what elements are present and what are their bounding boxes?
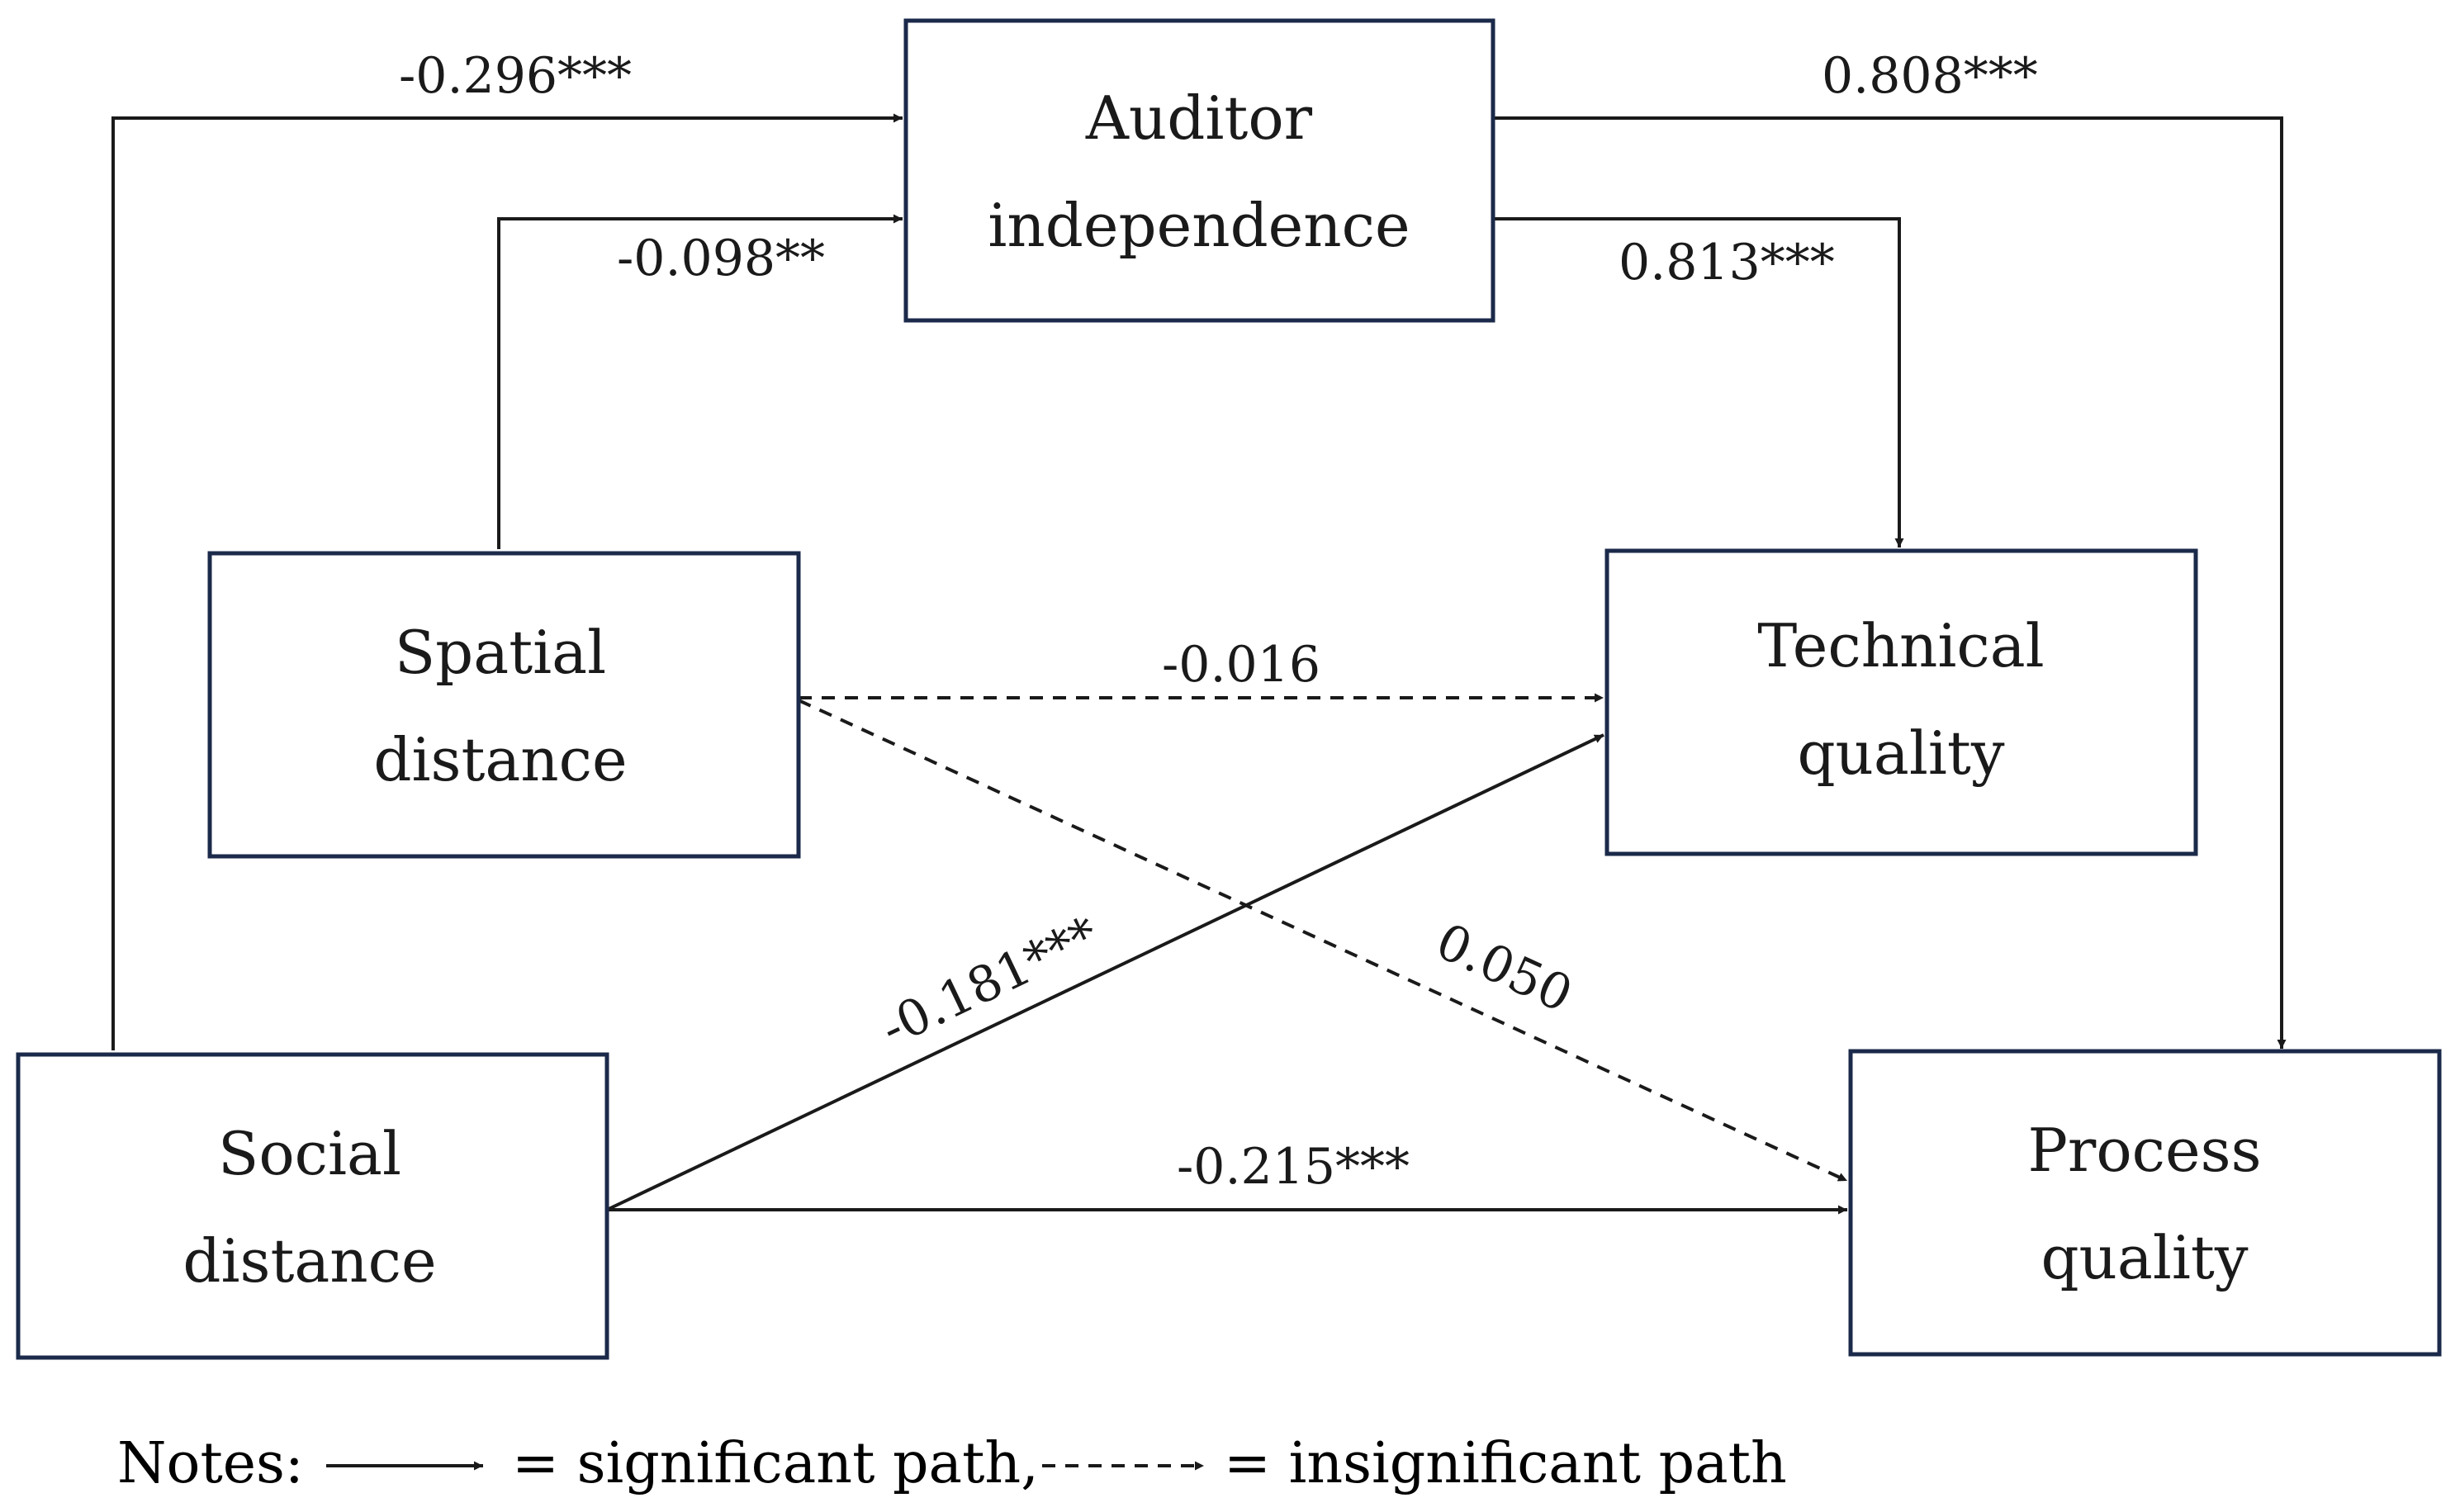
node-label-line2: distance xyxy=(182,1226,436,1296)
node-technical-quality: Technical quality xyxy=(1604,548,2198,856)
coef-auditor-to-process: 0.808*** xyxy=(1822,47,2038,105)
coef-social-to-technical: -0.181*** xyxy=(872,906,1107,1059)
coef-spatial-to-process: 0.050 xyxy=(1428,912,1581,1024)
node-box xyxy=(903,18,1495,323)
edge-auditor-to-process xyxy=(1493,116,2287,1049)
node-label-line2: quality xyxy=(2041,1223,2248,1292)
node-label-line1: Technical xyxy=(1757,611,2044,680)
edge-social-to-auditor xyxy=(111,113,903,1050)
node-label-line1: Process xyxy=(2027,1116,2261,1185)
node-spatial-distance: Spatial distance xyxy=(207,551,801,859)
node-label-line1: Auditor xyxy=(1085,83,1313,153)
coef-spatial-to-technical: -0.016 xyxy=(1162,636,1320,694)
node-label-line2: independence xyxy=(988,191,1410,260)
node-box xyxy=(1604,548,2198,856)
notes-significant-label: = significant path, xyxy=(512,1431,1039,1496)
node-social-distance: Social distance xyxy=(16,1052,609,1360)
node-label-line1: Social xyxy=(218,1119,401,1188)
edges xyxy=(111,113,2287,1215)
node-box xyxy=(16,1052,609,1360)
node-label-line2: quality xyxy=(1797,718,2004,788)
coef-social-to-auditor: -0.296*** xyxy=(399,47,632,105)
coef-social-to-process: -0.215*** xyxy=(1177,1138,1410,1196)
node-box xyxy=(1848,1049,2442,1357)
edge-spatial-to-auditor xyxy=(497,214,903,549)
notes-prefix: Notes: xyxy=(117,1431,304,1496)
notes-insignificant-label: = insignificant path xyxy=(1224,1431,1787,1496)
coef-spatial-to-auditor: -0.098** xyxy=(617,230,825,287)
node-box xyxy=(207,551,801,859)
coef-auditor-to-technical: 0.813*** xyxy=(1619,234,1835,291)
edge-social-to-technical xyxy=(606,733,1604,1211)
edge-auditor-to-technical xyxy=(1493,217,1904,547)
node-label-line2: distance xyxy=(373,725,627,794)
node-process-quality: Process quality xyxy=(1848,1049,2442,1357)
edge-spatial-to-process xyxy=(798,699,1848,1183)
node-auditor-independence: Auditor independence xyxy=(903,18,1495,323)
node-label-line1: Spatial xyxy=(395,618,606,687)
notes-legend: Notes: = significant path, = insignifica… xyxy=(117,1431,1787,1496)
